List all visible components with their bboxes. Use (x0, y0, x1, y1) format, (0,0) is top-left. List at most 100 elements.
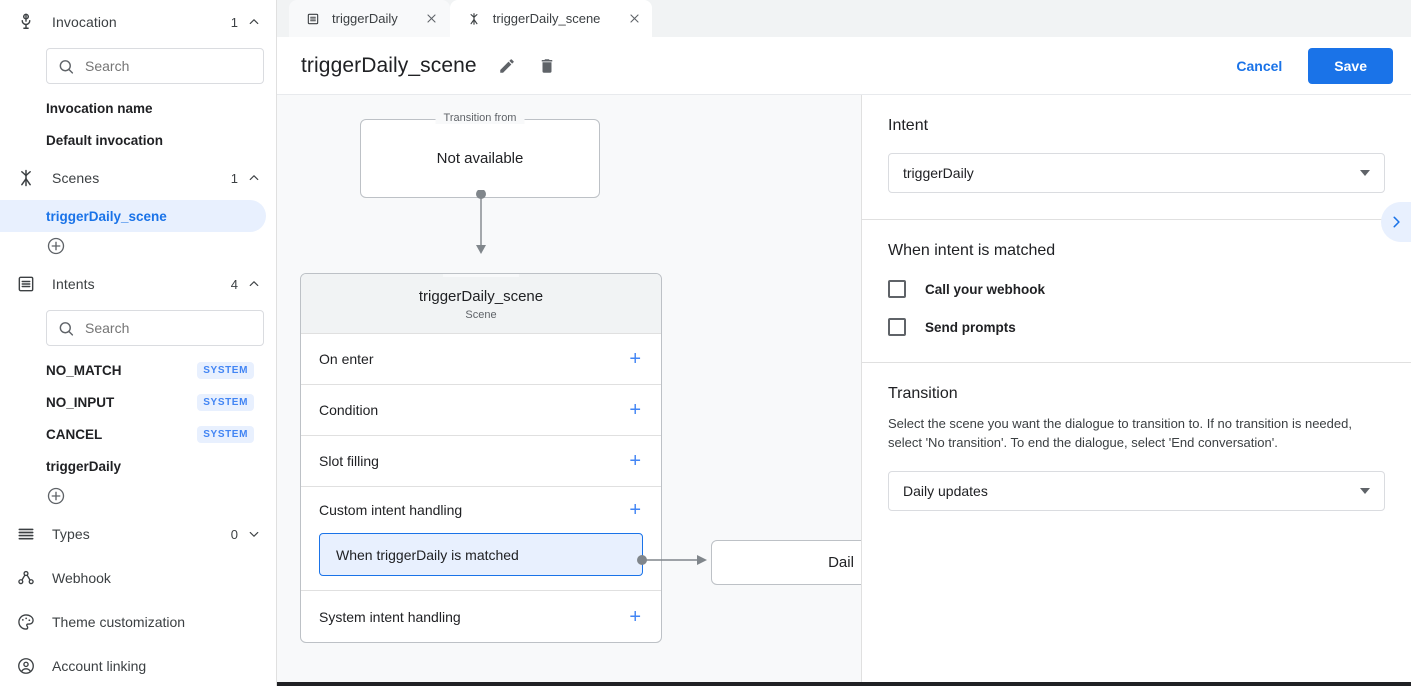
intents-search-box[interactable] (46, 310, 264, 346)
chevron-down-icon[interactable] (248, 528, 260, 540)
sidebar-section-label: Invocation (52, 14, 117, 30)
chevron-up-icon[interactable] (248, 172, 260, 184)
sidebar-section-count: 1 (230, 170, 238, 186)
intents-search-wrap (0, 306, 276, 354)
chevron-down-icon (1360, 170, 1370, 176)
sidebar-section-label: Intents (52, 276, 95, 292)
scene-row-system-intent-handling[interactable]: System intent handling + (301, 591, 661, 642)
webhook-nodes-icon (14, 566, 38, 590)
sidebar-item-cancel[interactable]: CANCEL SYSTEM (0, 418, 266, 450)
edge-from-to-scene (476, 190, 486, 254)
sidebar-item-default-invocation[interactable]: Default invocation (0, 124, 266, 156)
handler-chip-label: When triggerDaily is matched (336, 546, 519, 563)
sidebar-item-label: Invocation name (46, 100, 153, 116)
intent-select[interactable]: triggerDaily (888, 153, 1385, 193)
when-intent-matched-title: When intent is matched (888, 242, 1056, 259)
save-button[interactable]: Save (1308, 47, 1393, 84)
sidebar-item-label: CANCEL (46, 426, 103, 442)
transition-section-description: Select the scene you want the dialogue t… (888, 416, 1352, 450)
sidebar-section-count: 1 (230, 14, 238, 30)
checkbox-label: Call your webhook (925, 281, 1046, 297)
sidebar-item-no-match[interactable]: NO_MATCH SYSTEM (0, 354, 266, 386)
sidebar-item-account-linking[interactable]: Account linking (0, 644, 276, 686)
transition-target-node[interactable]: Tr Dail (711, 540, 861, 585)
scene-card[interactable]: Transition to triggerDaily_scene Scene O… (300, 273, 662, 643)
transition-from-value: Not available (436, 150, 524, 167)
add-slot-filling-button[interactable]: + (629, 450, 641, 472)
custom-intent-handler-list: When triggerDaily is matched (301, 533, 661, 590)
scene-tab-icon (466, 11, 482, 27)
scene-row-label: Slot filling (319, 453, 379, 469)
palette-icon (14, 610, 38, 634)
left-sidebar: Invocation 1 Invocation name Default inv… (0, 0, 277, 686)
invocation-search-input[interactable] (85, 58, 253, 74)
transition-from-node[interactable]: Transition from Not available (360, 112, 600, 198)
sidebar-item-triggerdaily[interactable]: triggerDaily (0, 450, 266, 482)
intent-select-value: triggerDaily (903, 165, 974, 181)
scene-row-on-enter[interactable]: On enter + (301, 334, 661, 385)
sidebar-item-theme-customization[interactable]: Theme customization (0, 600, 276, 644)
tab-label: triggerDaily (332, 11, 398, 26)
scene-graph-canvas[interactable]: Transition from Not available Transition… (277, 95, 861, 686)
sidebar-item-label: NO_MATCH (46, 362, 122, 378)
chevron-up-icon[interactable] (248, 16, 260, 28)
sidebar-section-invocation[interactable]: Invocation 1 (0, 0, 276, 44)
tab-label: triggerDaily_scene (492, 11, 601, 26)
scene-row-condition[interactable]: Condition + (301, 385, 661, 436)
scene-merge-icon (14, 166, 38, 190)
sidebar-item-label: Webhook (52, 570, 111, 586)
sidebar-item-webhook[interactable]: Webhook (0, 556, 276, 600)
chevron-right-icon[interactable] (1381, 202, 1411, 242)
bottom-bar (277, 682, 1411, 686)
add-system-intent-handling-button[interactable]: + (629, 605, 641, 628)
checkbox-box[interactable] (888, 280, 906, 298)
checkbox-box[interactable] (888, 318, 906, 336)
transition-from-legend: Transition from (435, 112, 525, 124)
search-icon (59, 321, 74, 336)
checkbox-send-prompts[interactable]: Send prompts (888, 318, 1385, 336)
add-scene-row (0, 232, 276, 262)
handler-chip-when-triggerdaily-is-matched[interactable]: When triggerDaily is matched (319, 533, 643, 576)
page-title: triggerDaily_scene (301, 53, 477, 77)
add-scene-button[interactable] (46, 236, 276, 256)
sidebar-section-label: Scenes (52, 170, 100, 186)
chevron-up-icon[interactable] (248, 278, 260, 290)
sidebar-item-label: Account linking (52, 658, 147, 674)
status-badge: SYSTEM (197, 425, 254, 443)
transition-select[interactable]: Daily updates (888, 470, 1385, 511)
close-icon[interactable] (626, 11, 642, 27)
intents-search-input[interactable] (85, 320, 253, 336)
transition-to-legend: Transition to (442, 274, 520, 277)
sidebar-section-count: 4 (230, 276, 238, 292)
trash-icon[interactable] (537, 56, 557, 76)
add-on-enter-button[interactable]: + (629, 348, 641, 370)
sidebar-section-intents[interactable]: Intents 4 (0, 262, 276, 306)
scene-row-slot-filling[interactable]: Slot filling + (301, 436, 661, 487)
status-badge: SYSTEM (197, 393, 254, 411)
pencil-icon[interactable] (497, 56, 517, 76)
tab-triggerdaily[interactable]: triggerDaily (289, 0, 450, 37)
tab-triggerdaily-scene[interactable]: triggerDaily_scene (449, 0, 653, 37)
scene-row-custom-intent-handling[interactable]: Custom intent handling + (301, 487, 661, 533)
scene-row-label: On enter (319, 351, 374, 367)
cancel-button[interactable]: Cancel (1222, 49, 1296, 83)
scene-row-label: Custom intent handling (319, 502, 463, 518)
add-custom-intent-handling-button[interactable]: + (629, 499, 641, 521)
add-condition-button[interactable]: + (629, 399, 641, 421)
search-icon (59, 59, 74, 74)
add-intent-button[interactable] (46, 486, 276, 506)
sidebar-section-scenes[interactable]: Scenes 1 (0, 156, 276, 200)
close-icon[interactable] (424, 11, 440, 27)
checkbox-call-your-webhook[interactable]: Call your webhook (888, 280, 1385, 298)
sidebar-item-label: triggerDaily_scene (46, 208, 167, 224)
sidebar-item-no-input[interactable]: NO_INPUT SYSTEM (0, 386, 266, 418)
transition-select-value: Daily updates (903, 482, 988, 499)
checkbox-label: Send prompts (925, 319, 1016, 335)
sidebar-item-invocation-name[interactable]: Invocation name (0, 92, 266, 124)
body-row: Transition from Not available Transition… (277, 95, 1411, 686)
page-header: triggerDaily_scene Cancel Save (277, 37, 1411, 95)
sidebar-section-types[interactable]: Types 0 (0, 512, 276, 556)
invocation-search-box[interactable] (46, 48, 264, 84)
sidebar-item-triggerdaily-scene[interactable]: triggerDaily_scene (0, 200, 266, 232)
account-circle-icon (14, 654, 38, 678)
